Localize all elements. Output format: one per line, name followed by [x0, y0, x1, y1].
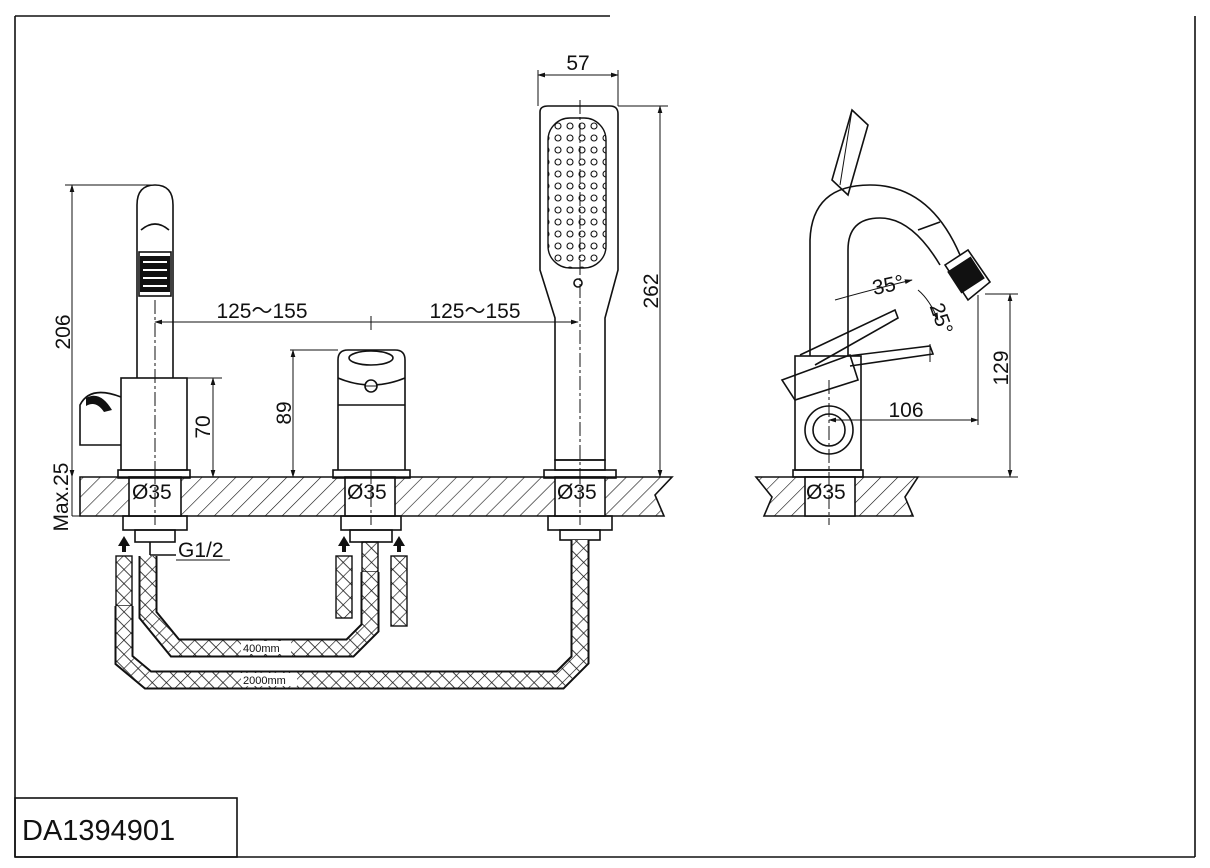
dim-spacing-1: 125～155 — [216, 300, 307, 323]
dimension-lines-left — [65, 70, 668, 517]
dim-spacing-2: 125～155 — [429, 300, 520, 323]
title-block: DA1394901 — [14, 797, 238, 858]
hose-short-label: 400mm — [243, 643, 280, 655]
side-hole-dia: Ø35 — [806, 481, 846, 504]
dim-handshower-height: 262 — [640, 273, 663, 308]
hole-dia-2: Ø35 — [347, 481, 387, 504]
spray-face — [547, 117, 607, 269]
product-code: DA1394901 — [22, 815, 175, 847]
hose-2000 — [114, 540, 590, 690]
handshower-assembly — [539, 100, 619, 479]
angle-lever: 25° — [925, 300, 957, 338]
dim-max-deck: Max.25 — [50, 463, 73, 532]
side-view-deck — [754, 380, 920, 525]
side-view-faucet — [780, 108, 992, 478]
side-dimensions — [828, 279, 1018, 478]
dim-valve-height: 89 — [273, 401, 296, 424]
dim-handshower-width: 57 — [566, 52, 589, 75]
hole-dia-3: Ø35 — [557, 481, 597, 504]
inlet-hoses — [115, 541, 408, 627]
inlet-arrows — [118, 536, 405, 552]
side-aerator-icon — [947, 256, 985, 294]
spout-assembly — [79, 184, 191, 479]
hose-long-label: 2000mm — [243, 675, 286, 687]
valve-assembly — [332, 349, 411, 479]
dim-side-reach: 106 — [888, 399, 923, 422]
dim-spout-height: 206 — [52, 314, 75, 349]
thread-label: G1/2 — [178, 539, 224, 562]
lever-icon — [86, 395, 112, 412]
angle-spout: 35° — [870, 271, 906, 300]
aerator-icon — [140, 256, 170, 292]
hole-dia-1: Ø35 — [132, 481, 172, 504]
dim-side-outlet-height: 129 — [990, 350, 1013, 385]
dim-body-height: 70 — [192, 415, 215, 438]
deck-section — [79, 470, 674, 525]
